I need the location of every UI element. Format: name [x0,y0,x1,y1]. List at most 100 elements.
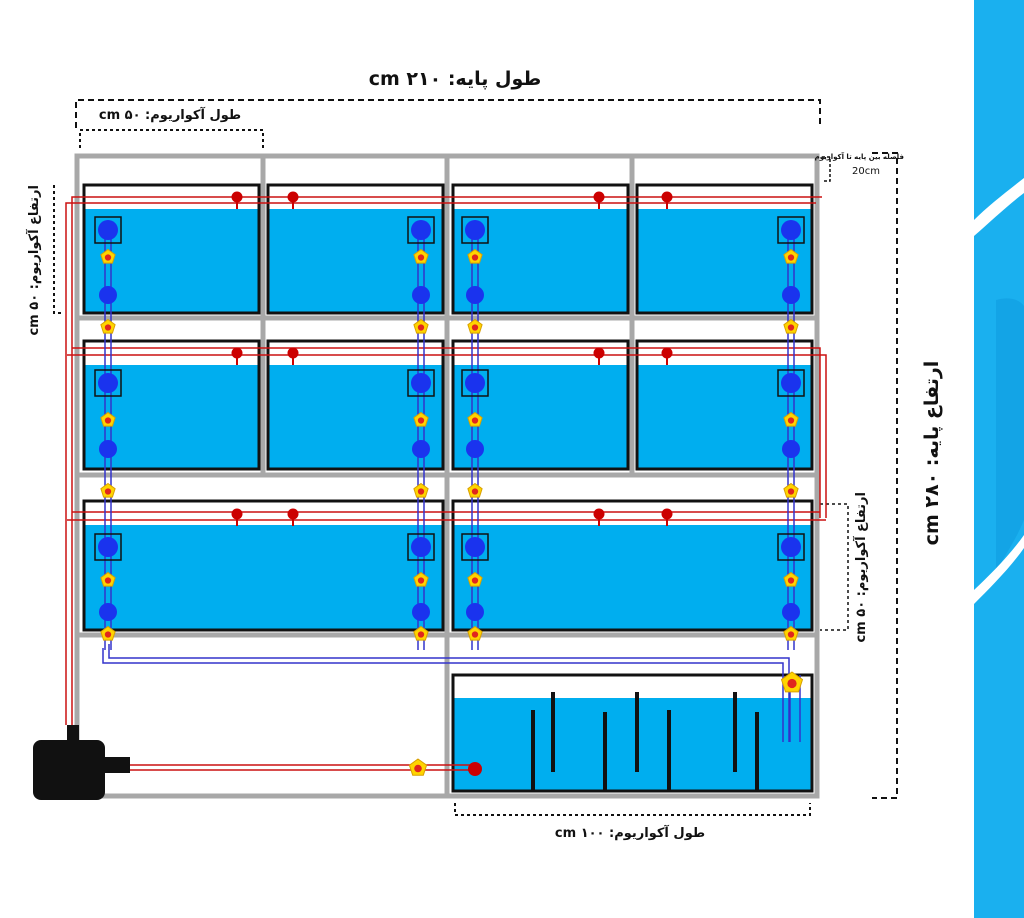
valve-core [104,324,112,331]
valve-icon [467,248,483,264]
valve-icon [783,318,799,334]
valve-icon [100,248,116,264]
return-pipe [65,202,816,725]
baffle-plate [667,710,671,790]
outlet-icon [287,191,299,209]
return-inlet [468,762,482,776]
intake-icon [99,603,117,621]
overflow-drain [98,373,118,393]
valve-icon [413,482,429,498]
outlet-head [231,191,243,203]
sump-baffles [531,692,759,790]
overflow-box-icon [407,533,435,561]
valve-core [787,577,795,584]
overflow-drain [781,537,801,557]
overflow-drain [781,373,801,393]
overflow-box-icon [94,369,122,397]
base-length-dim [75,99,821,128]
outlet-head [661,191,673,203]
valve-core [417,417,425,424]
aquarium-length-label: طول آکواریوم: ۵۰ cm [98,108,242,123]
outlet-icon [593,191,605,209]
return-pipes [65,196,827,771]
overflow-box-icon [94,216,122,244]
intake-icon [412,440,430,458]
gap-value-label: 20cm [852,166,880,177]
valve-icon [413,411,429,427]
valve-core [787,417,795,424]
overflow-drain [781,220,801,240]
outlet-icon [231,191,243,209]
base-height-label: ارتفاع پایه: ۲۸۰ cm [921,360,943,546]
intake-icon [466,286,484,304]
overflow-drain [411,220,431,240]
valve-core [787,324,795,331]
outlet-icon [231,508,243,526]
sump-tank [451,673,814,793]
pump-icon [33,725,130,800]
valve-icon [783,411,799,427]
intake-icon [466,603,484,621]
valve-icon [467,411,483,427]
overflow-box-icon [777,533,805,561]
valve-icon [780,671,804,693]
intake-icon [412,603,430,621]
outlet-head [661,508,673,520]
valve-core [417,488,425,495]
baffle-plate [733,692,737,772]
drain-pipe [102,648,784,742]
tank-water [85,525,442,629]
overflow-box [407,216,435,244]
overflow-box [407,369,435,397]
aquarium-tank [82,499,445,632]
aquarium-length-dim [79,129,264,148]
valve-core [104,631,112,638]
valve-core [787,254,795,261]
valve-core [417,254,425,261]
overflow-box-icon [777,369,805,397]
baffle-plate [603,712,607,790]
dimension-lines [53,99,898,816]
overflow-box [94,533,122,561]
aquarium-tank [266,339,445,471]
outlet-head [593,508,605,520]
valve-icon [100,482,116,498]
overflow-box [777,533,805,561]
overflow-drain [465,537,485,557]
valve-core [787,678,797,689]
overflow-box-icon [777,216,805,244]
overflow-box [94,216,122,244]
outlet-icon [231,347,243,365]
overflow-box [461,369,489,397]
overflow-box-icon [407,216,435,244]
valve-core [787,631,795,638]
overflow-box-icon [461,533,489,561]
outlet-head [661,347,673,359]
valve-core [417,577,425,584]
outlet-head [231,508,243,520]
overflow-box [777,216,805,244]
intake-icon [99,286,117,304]
valve-icon [467,318,483,334]
intake-icon [99,440,117,458]
valve-icon [413,248,429,264]
valve-icon [783,571,799,587]
valve-icon [783,625,799,641]
overflow-box [461,216,489,244]
valve-core [104,577,112,584]
intake-icon [466,440,484,458]
outlet-head [593,191,605,203]
valve-icon [783,482,799,498]
overflow-drain [465,220,485,240]
valve-core [787,488,795,495]
valve-core [414,764,422,773]
intake-icon [782,286,800,304]
outlet-icon [661,508,673,526]
outlet-icon [287,347,299,365]
tank-water [454,525,811,629]
aquarium-height-left-dim [53,185,64,314]
overflow-drain [98,537,118,557]
intake-icon [782,603,800,621]
base-length-label: طول پایه: ۲۱۰ cm [368,68,542,90]
